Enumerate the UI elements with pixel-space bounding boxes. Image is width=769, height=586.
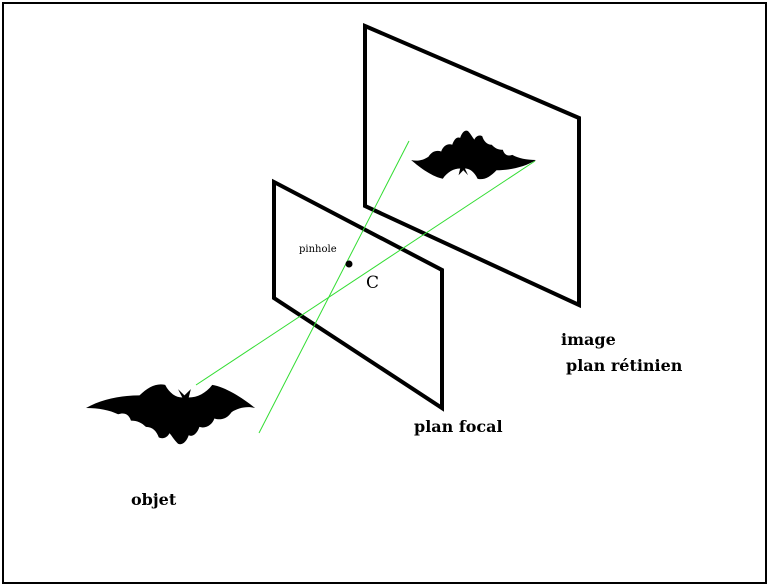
pinhole-label: pinhole [299,244,337,255]
retinal-plane-label: plan rétinien [566,356,683,375]
image-label: image [561,330,616,349]
bat-icon [86,384,256,445]
ray-lower [258,140,410,434]
object-label: objet [131,490,177,509]
focal-plane [272,178,444,412]
pinhole-point [345,260,353,268]
ray-upper [195,160,536,386]
inverted-bat-icon [411,130,536,180]
center-label: C [366,273,379,293]
retinal-plane [363,22,581,309]
focal-plane-label: plan focal [414,417,503,436]
light-rays [195,140,536,434]
